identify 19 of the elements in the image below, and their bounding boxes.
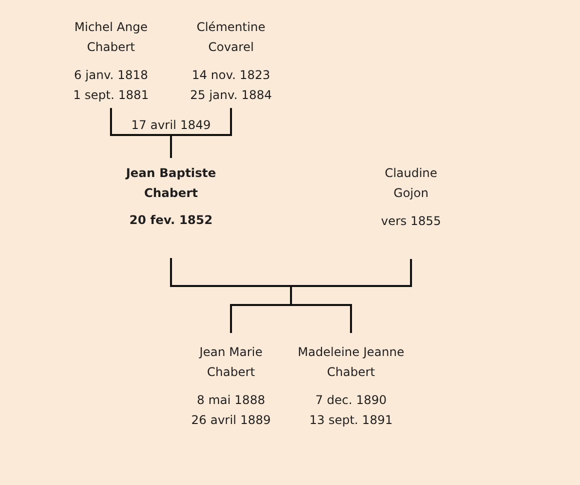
birth-date: 7 dec. 1890 [314,392,388,409]
person-name: Jean Baptiste Chabert [124,165,218,202]
death-date: 13 sept. 1891 [308,412,394,429]
person-name: Clémentine Covarel [196,19,266,56]
person-name: Madeleine Jeanne Chabert [296,344,406,381]
birth-date: 14 nov. 1823 [190,67,272,84]
death-date: 26 avril 1889 [190,412,272,429]
birth-date: 6 janv. 1818 [72,67,150,84]
person-name: Michel Ange Chabert [73,19,149,56]
person-name: Claudine Gojon [384,165,438,202]
death-date: 25 janv. 1884 [189,87,273,104]
birth-date: 20 fev. 1852 [128,212,214,229]
birth-date: 8 mai 1888 [196,392,266,409]
person-name: Jean Marie Chabert [198,344,264,381]
marriage-date: 17 avril 1849 [131,117,211,134]
death-date: 1 sept. 1881 [72,87,150,104]
lineage-line [170,108,232,158]
birth-date: vers 1855 [380,213,442,230]
lineage-line [290,259,412,333]
